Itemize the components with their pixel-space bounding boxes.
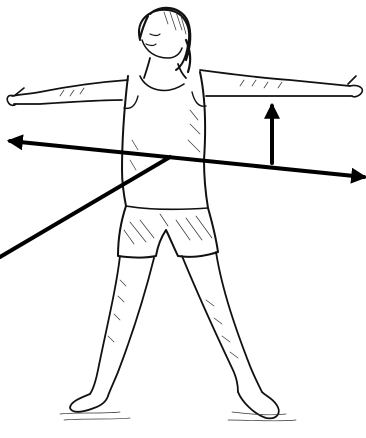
neck xyxy=(144,58,186,78)
axes xyxy=(0,106,364,257)
right-leg xyxy=(182,252,279,418)
person-figure xyxy=(7,8,362,421)
left-leg xyxy=(70,256,154,412)
shorts xyxy=(118,206,218,258)
frontal-axis-arrow xyxy=(10,141,364,177)
sagittal-axis-line xyxy=(0,157,170,257)
right-arm xyxy=(200,70,362,97)
torso xyxy=(122,72,208,209)
left-arm xyxy=(7,80,128,105)
head xyxy=(139,8,190,72)
